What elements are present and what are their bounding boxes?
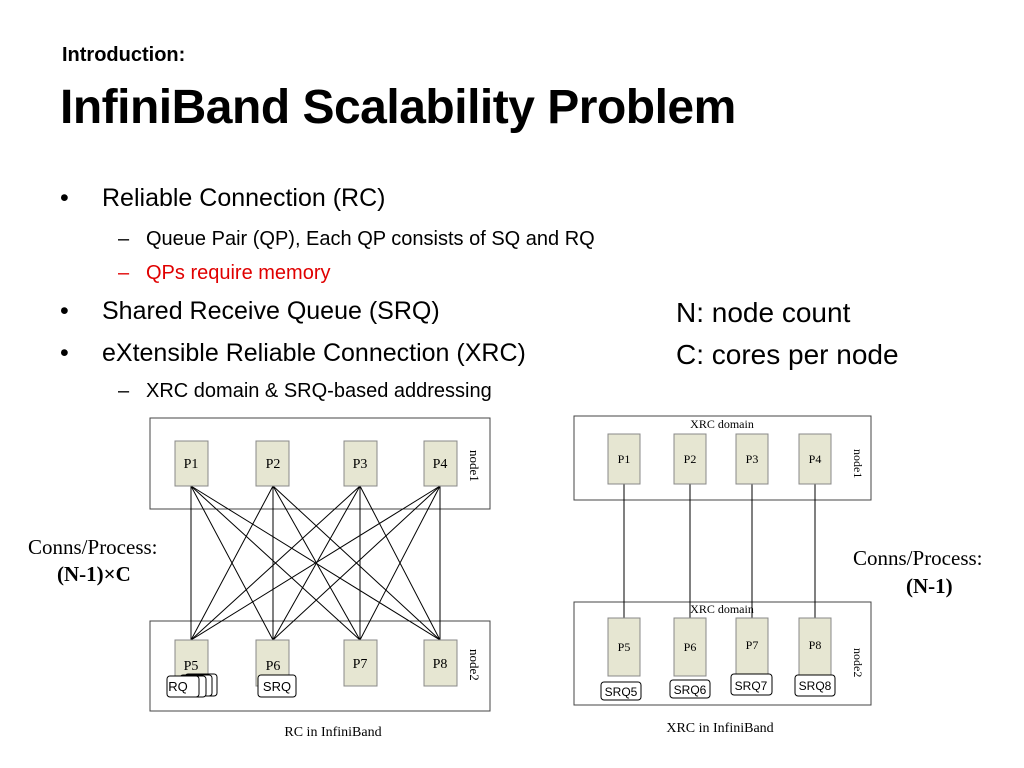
rc-proc-p7-label: P7: [353, 657, 368, 672]
legend-node-count: N: node count: [676, 297, 851, 328]
xrc-proc-p8-label: P8: [809, 638, 822, 652]
xrc-srq8-label: SRQ8: [799, 679, 832, 693]
bullet-srq: •Shared Receive Queue (SRQ): [60, 297, 440, 325]
xrc-node1-domain: XRC domain: [690, 417, 754, 431]
xrc-srqs: SRQ5 SRQ6 SRQ7 SRQ8: [600, 673, 836, 701]
rc-proc-p2: [255, 440, 290, 487]
xrc-connections: [623, 484, 816, 618]
xrc-proc-p7-label: P7: [746, 638, 759, 652]
rc-node1-procs: P1 P2 P3 P4: [174, 440, 458, 487]
xrc-proc-p1-label: P1: [618, 452, 631, 466]
rc-proc-p8-label: P8: [433, 657, 448, 672]
sub-bullet-qp-text: Queue Pair (QP), Each QP consists of SQ …: [146, 228, 595, 250]
rc-proc-p3-label: P3: [353, 457, 368, 472]
xrc-node1-label: node1: [851, 449, 865, 478]
bullet-rc: •Reliable Connection (RC): [60, 184, 386, 212]
xrc-proc-p4-label: P4: [809, 452, 822, 466]
bullet-xrc: •eXtensible Reliable Connection (XRC): [60, 339, 526, 367]
xrc-srq7-label: SRQ7: [735, 679, 768, 693]
xrc-proc-p2: [673, 433, 707, 485]
xrc-node2-procs: P5 P6 P7 P8: [607, 617, 832, 677]
rc-proc-p8: [423, 639, 458, 687]
rc-proc-p6-label: P6: [266, 659, 281, 674]
xrc-node2-label: node2: [851, 648, 865, 677]
rc-proc-p3: [343, 440, 378, 487]
rc-conns-formula: (N-1)×C: [57, 562, 131, 586]
sub-bullet-memory: –QPs require memory: [118, 262, 331, 284]
xrc-srq8: [794, 674, 836, 697]
rc-srq-label: SRQ: [263, 679, 291, 694]
xrc-node2-domain: XRC domain: [690, 602, 754, 616]
rc-node1-label: node1: [467, 450, 482, 482]
rc-rq-label: RQ: [168, 679, 188, 694]
rc-proc-p4-label: P4: [433, 457, 448, 472]
sub-bullet-xrc-domain-text: XRC domain & SRQ-based addressing: [146, 380, 492, 402]
rc-caption: RC in InfiniBand: [284, 725, 381, 740]
rc-srq: SRQ: [257, 674, 297, 698]
xrc-srq5: [600, 681, 642, 701]
xrc-srq7: [730, 673, 773, 696]
rc-connections: [190, 485, 441, 641]
rc-proc-p4: [423, 440, 458, 487]
rc-proc-p2-label: P2: [266, 457, 281, 472]
xrc-conns-label: Conns/Process:: [853, 546, 983, 570]
xrc-srq6-label: SRQ6: [674, 683, 707, 697]
rc-rq-stack: RQ: [166, 673, 218, 698]
xrc-proc-p3: [735, 433, 769, 485]
rc-proc-p1: [174, 440, 209, 487]
bullet-rc-text: Reliable Connection (RC): [102, 184, 386, 212]
xrc-proc-p4: [798, 433, 832, 485]
bullet-srq-text: Shared Receive Queue (SRQ): [102, 297, 440, 325]
xrc-proc-p2-label: P2: [684, 452, 697, 466]
rc-proc-p5-label: P5: [184, 659, 199, 674]
slide-kicker: Introduction:: [62, 44, 186, 66]
xrc-caption: XRC in InfiniBand: [666, 721, 773, 736]
legend-cores-per-node: C: cores per node: [676, 339, 899, 370]
xrc-proc-p8: [798, 617, 832, 677]
rc-proc-p1-label: P1: [184, 457, 199, 472]
xrc-proc-p3-label: P3: [746, 452, 759, 466]
slide-title: InfiniBand Scalability Problem: [60, 81, 736, 134]
xrc-proc-p1: [607, 433, 641, 485]
xrc-conns-formula: (N-1): [906, 574, 953, 598]
xrc-proc-p5: [607, 617, 641, 677]
sub-bullet-qp: –Queue Pair (QP), Each QP consists of SQ…: [118, 228, 595, 250]
bullet-xrc-text: eXtensible Reliable Connection (XRC): [102, 339, 526, 367]
xrc-proc-p6-label: P6: [684, 640, 697, 654]
xrc-srq5-label: SRQ5: [605, 685, 638, 699]
xrc-srq6: [669, 679, 711, 699]
xrc-node1-procs: P1 P2 P3 P4: [607, 433, 832, 485]
rc-proc-p7: [343, 639, 378, 687]
xrc-proc-p6: [673, 617, 707, 677]
xrc-proc-p5-label: P5: [618, 640, 631, 654]
rc-node2-label: node2: [467, 649, 482, 681]
sub-bullet-xrc-domain: –XRC domain & SRQ-based addressing: [118, 380, 492, 402]
rc-conns-label: Conns/Process:: [28, 535, 158, 559]
sub-bullet-memory-text: QPs require memory: [146, 262, 331, 284]
